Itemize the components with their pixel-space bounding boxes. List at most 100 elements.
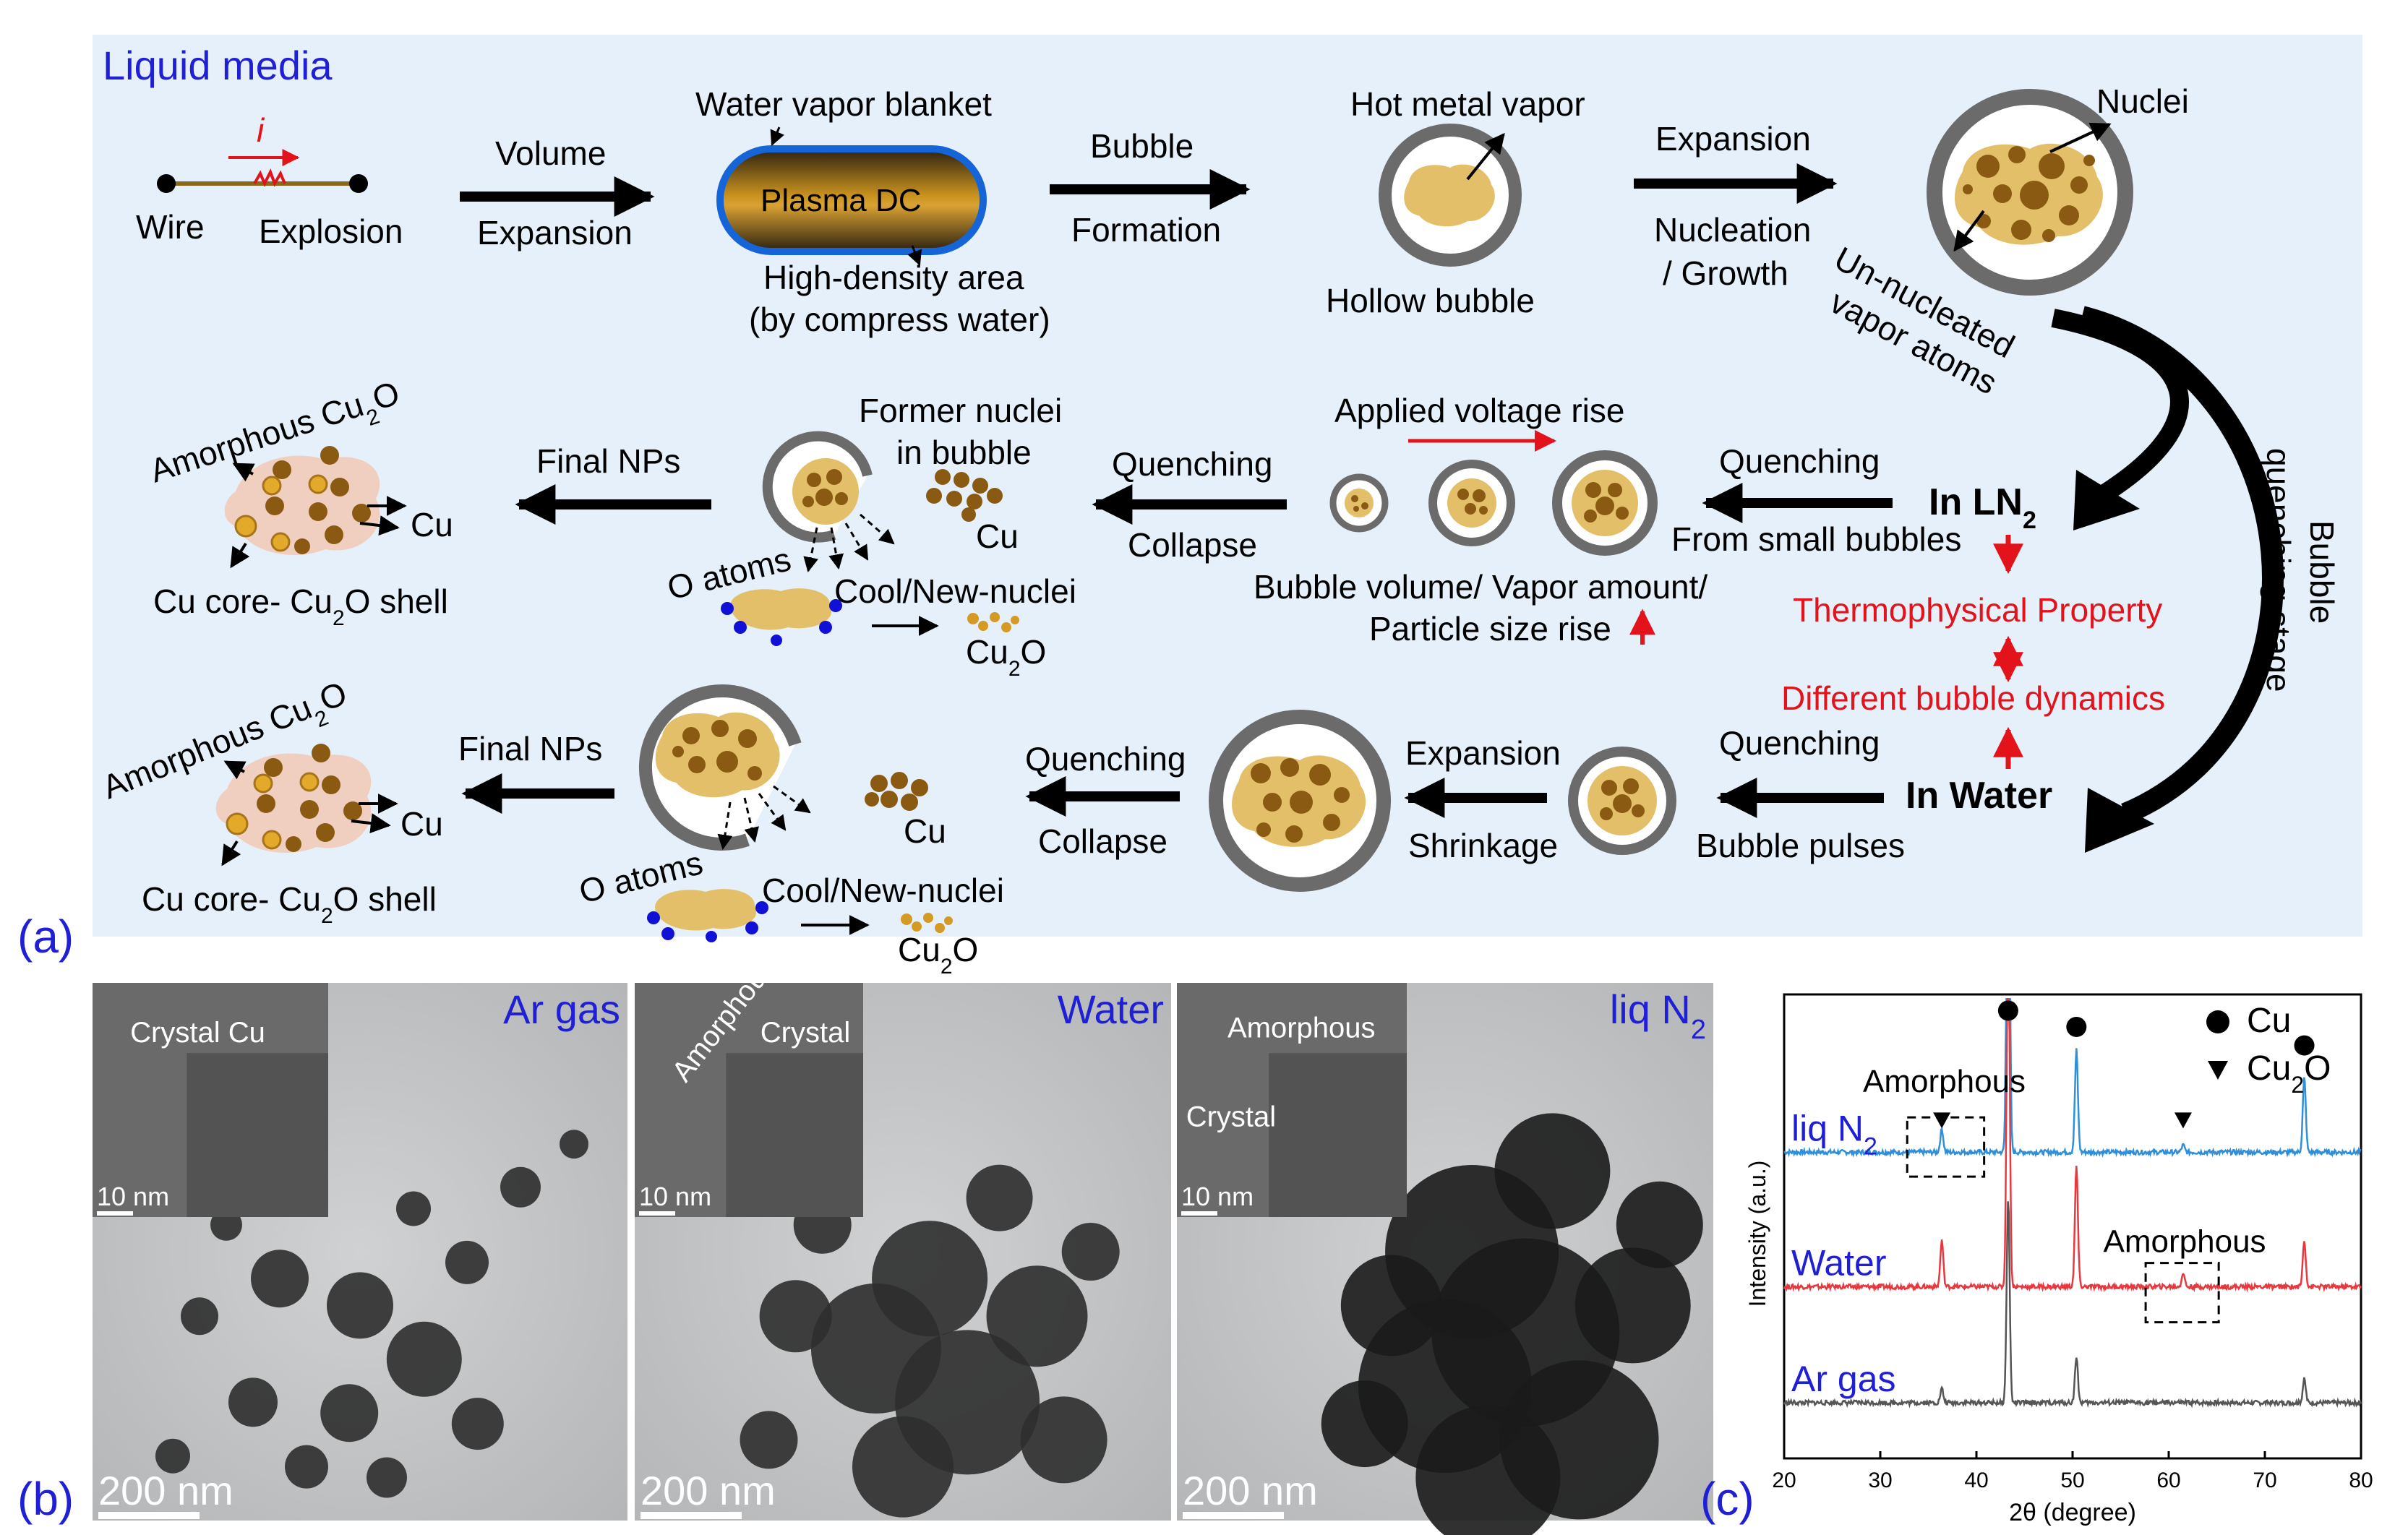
plasma-channel: Plasma DC Water vapor blanket High-densi… <box>695 85 1050 338</box>
bubble-quenching-label-1: Bubble <box>2303 520 2341 624</box>
nanoparticle <box>181 1297 218 1336</box>
svg-text:/ Growth: / Growth <box>1663 254 1788 292</box>
panel-a-header: Liquid media <box>103 43 333 88</box>
nanoparticle <box>1616 1181 1703 1268</box>
scale-bar <box>640 1512 742 1519</box>
inset-label: Crystal Cu <box>130 1017 265 1049</box>
svg-text:Bubble: Bubble <box>1090 127 1194 165</box>
inset-scale-label: 10 nm <box>639 1182 711 1211</box>
x-axis-label: 2θ (degree) <box>2009 1499 2136 1526</box>
bubble-quenching-label-2: quenching stage <box>2260 448 2297 692</box>
nuclei-label: Nuclei <box>2096 82 2189 120</box>
svg-text:Nucleation: Nucleation <box>1654 211 1811 249</box>
amorphous-annotation: Amorphous <box>1863 1064 2026 1099</box>
amorphous-box <box>1906 1116 1986 1178</box>
x-tick-label: 50 <box>2060 1469 2084 1492</box>
hot-metal-vapor-label: Hot metal vapor <box>1350 85 1585 123</box>
x-tick-label: 40 <box>1964 1469 1988 1492</box>
nucleated-bubble: Nuclei Un-nucleated vapor atoms <box>1824 82 2189 402</box>
svg-text:Cu core- Cu2O shell: Cu core- Cu2O shell <box>142 880 437 928</box>
tem-title: Water <box>1058 986 1164 1032</box>
row2-collapse-arrow: Quenching Collapse <box>1092 445 1287 564</box>
particle-size-label: Particle size rise <box>1369 610 1611 648</box>
inset-label: Crystal <box>760 1017 850 1049</box>
hollow-bubble-label: Hollow bubble <box>1326 282 1535 319</box>
nanoparticle <box>1340 1255 1442 1356</box>
row3-collapse-arrow: Quenching Collapse <box>1025 740 1186 860</box>
svg-text:Cu core- Cu2O shell: Cu core- Cu2O shell <box>153 582 448 630</box>
cu-peak-marker <box>2066 1016 2087 1037</box>
xrd-series-line <box>1783 998 2362 1158</box>
nanoparticle <box>852 1416 954 1518</box>
scale-bar-label: 200 nm <box>98 1468 233 1513</box>
bubble-quenching-arrow: Bubble quenching stage <box>2051 306 2341 853</box>
scale-bar <box>98 1512 200 1519</box>
row3-small-bubble <box>1568 747 1676 855</box>
nanoparticle <box>500 1166 541 1208</box>
panel-a-label: (a) <box>17 911 74 963</box>
nanoparticle <box>560 1130 588 1159</box>
arrow-volume-expansion: Volume Expansion <box>460 134 655 251</box>
bubble-dynamics-label: Different bubble dynamics <box>1781 679 2165 717</box>
plasma-label: Plasma DC <box>760 183 922 218</box>
nanoparticle <box>445 1240 489 1284</box>
in-water-label: In Water <box>1906 775 2052 817</box>
tem-title: liq N2 <box>1610 986 1706 1045</box>
scale-bar-label: 200 nm <box>1183 1468 1318 1513</box>
inset-scale-bar <box>1181 1211 1217 1216</box>
row3-expansion-arrow: Expansion Shrinkage <box>1404 734 1561 864</box>
svg-text:Quenching: Quenching <box>1719 724 1880 762</box>
series-label: Water <box>1791 1242 1887 1283</box>
svg-text:Cu: Cu <box>411 506 453 543</box>
legend-circle-marker <box>2206 1010 2229 1033</box>
nanoparticle <box>1061 1223 1120 1281</box>
series-label: liq N2 <box>1791 1108 1877 1160</box>
xrd-series-line <box>1783 1201 2362 1409</box>
cu-peak-marker <box>1997 1000 2018 1021</box>
series-label: Ar gas <box>1791 1359 1896 1399</box>
svg-text:Expansion: Expansion <box>1405 734 1561 772</box>
nanoparticle <box>759 1280 832 1353</box>
row3-quench-arrow: Quenching Bubble pulses <box>1696 724 1905 864</box>
svg-text:Final NPs: Final NPs <box>536 442 680 480</box>
plot-area <box>1783 993 2362 1460</box>
nanoparticle <box>966 1164 1033 1231</box>
x-tick-label: 20 <box>1772 1469 1796 1492</box>
arrow-bubble-formation: Bubble Formation <box>1050 127 1251 249</box>
svg-text:Cu: Cu <box>976 517 1019 555</box>
applied-voltage-label: Applied voltage rise <box>1334 392 1624 429</box>
thermophysical-label: Thermophysical Property <box>1793 591 2162 629</box>
inset-label: Amorphous <box>1227 1012 1376 1044</box>
wire-diagram: i Wire Explosion <box>136 111 403 250</box>
amorphous-annotation: Amorphous <box>2104 1224 2266 1259</box>
in-ln2-label: In LN2 <box>1929 481 2036 534</box>
svg-text:Quenching: Quenching <box>1719 442 1880 480</box>
nanoparticle <box>228 1377 278 1427</box>
svg-text:From small bubbles: From small bubbles <box>1671 520 1961 558</box>
nanoparticle <box>1415 1405 1561 1535</box>
nanoparticle <box>1321 1380 1408 1468</box>
svg-text:Formation: Formation <box>1071 211 1221 249</box>
svg-text:Shrinkage: Shrinkage <box>1408 827 1558 864</box>
high-density-label-1: High-density area <box>763 259 1024 296</box>
nanoparticle <box>251 1250 309 1308</box>
hollow-bubble: Hot metal vapor Hollow bubble <box>1326 85 1585 319</box>
legend-triangle-marker <box>2208 1061 2228 1080</box>
row2-final-arrow: Final NPs <box>515 442 711 525</box>
row2-quench-arrow: Quenching From small bubbles <box>1671 442 1961 558</box>
inset-scale-bar <box>639 1211 675 1216</box>
amorphous-box <box>2144 1262 2220 1324</box>
ln2-bubbles-growing: Applied voltage rise Bubble volume/ Vapo… <box>1254 392 1708 648</box>
nanoparticle <box>396 1191 431 1226</box>
y-axis-label: Intensity (a.u.) <box>1744 1161 1770 1307</box>
tem-title: Ar gas <box>503 986 620 1032</box>
nanoparticle <box>155 1438 190 1474</box>
nanoparticle <box>451 1398 504 1450</box>
water-vapor-blanket-label: Water vapor blanket <box>695 85 992 123</box>
nanoparticle <box>320 1384 379 1442</box>
legend-label: Cu2O <box>2247 1049 2331 1098</box>
x-tick-label: 70 <box>2253 1469 2276 1492</box>
x-tick-label: 60 <box>2156 1469 2180 1492</box>
high-density-label-2: (by compress water) <box>749 301 1050 338</box>
inset-label: Crystal <box>1186 1101 1276 1132</box>
